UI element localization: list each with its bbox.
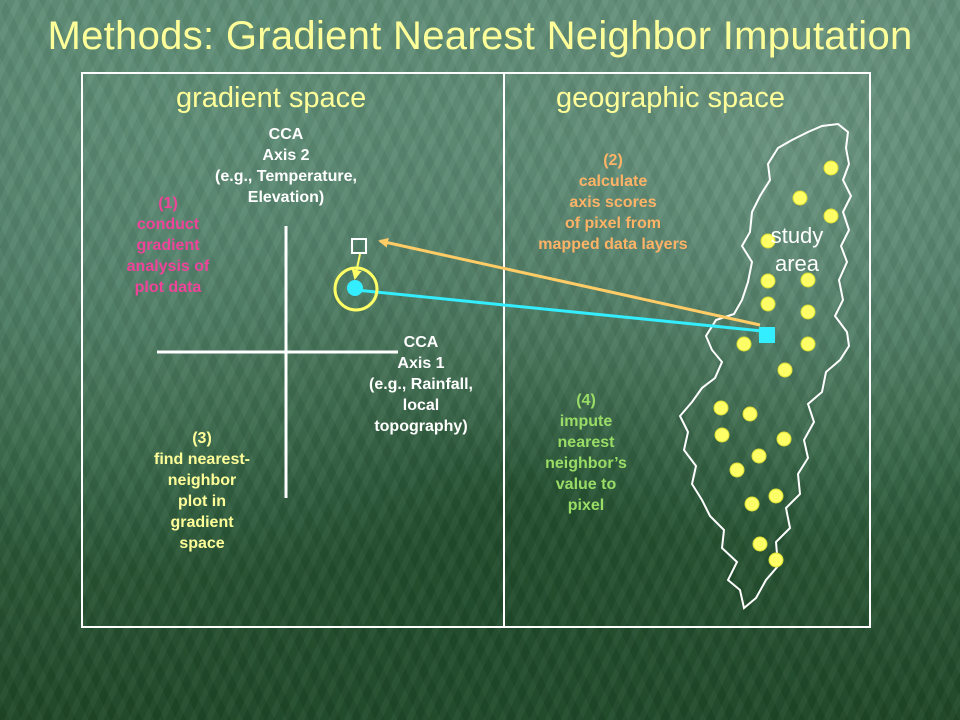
plot-point [744, 496, 760, 512]
plot-point [792, 190, 808, 206]
plot-point [729, 462, 745, 478]
plot-point [768, 552, 784, 568]
geographic-space-label: geographic space [556, 82, 785, 114]
cca-axis-1-label: CCA Axis 1 (e.g., Rainfall, local topogr… [368, 334, 473, 435]
plot-point [760, 273, 776, 289]
plot-point [823, 208, 839, 224]
gradient-space-label: gradient space [176, 82, 367, 114]
study-area-label: study area [770, 223, 824, 276]
plot-point [823, 160, 839, 176]
plot-point [777, 362, 793, 378]
panel-divider [503, 72, 505, 628]
plot-point [776, 431, 792, 447]
plot-point [736, 336, 752, 352]
plot-point [752, 536, 768, 552]
pixel-axis-score-marker [351, 238, 367, 254]
step-1-label: (1) conduct gradient analysis of plot da… [126, 195, 210, 296]
nearest-neighbor-plot-point [347, 280, 363, 296]
step-2-label: (2) calculate axis scores of pixel from … [538, 152, 688, 253]
nearest-neighbor-link [355, 288, 763, 333]
plot-point [800, 336, 816, 352]
plot-point [751, 448, 767, 464]
plot-point [800, 304, 816, 320]
plot-point [800, 272, 816, 288]
slide-title: Methods: Gradient Nearest Neighbor Imput… [47, 14, 913, 58]
plot-point [742, 406, 758, 422]
diagram-frame [81, 72, 871, 628]
nearest-neighbor-highlight-ring [333, 266, 379, 312]
plot-point [713, 400, 729, 416]
plot-point [768, 488, 784, 504]
target-pixel-marker [759, 327, 775, 343]
step-4-label: (4) impute nearest neighbor’s value to p… [545, 392, 627, 514]
axis-score-arrow [378, 237, 761, 327]
nearest-search-arrow [351, 253, 362, 280]
plot-point [760, 233, 776, 249]
cca-axis-2-label: CCA Axis 2 (e.g., Temperature, Elevation… [215, 126, 357, 206]
plot-points [713, 160, 839, 568]
step-3-label: (3) find nearest- neighbor plot in gradi… [153, 430, 250, 552]
plot-point [714, 427, 730, 443]
plot-point [760, 296, 776, 312]
